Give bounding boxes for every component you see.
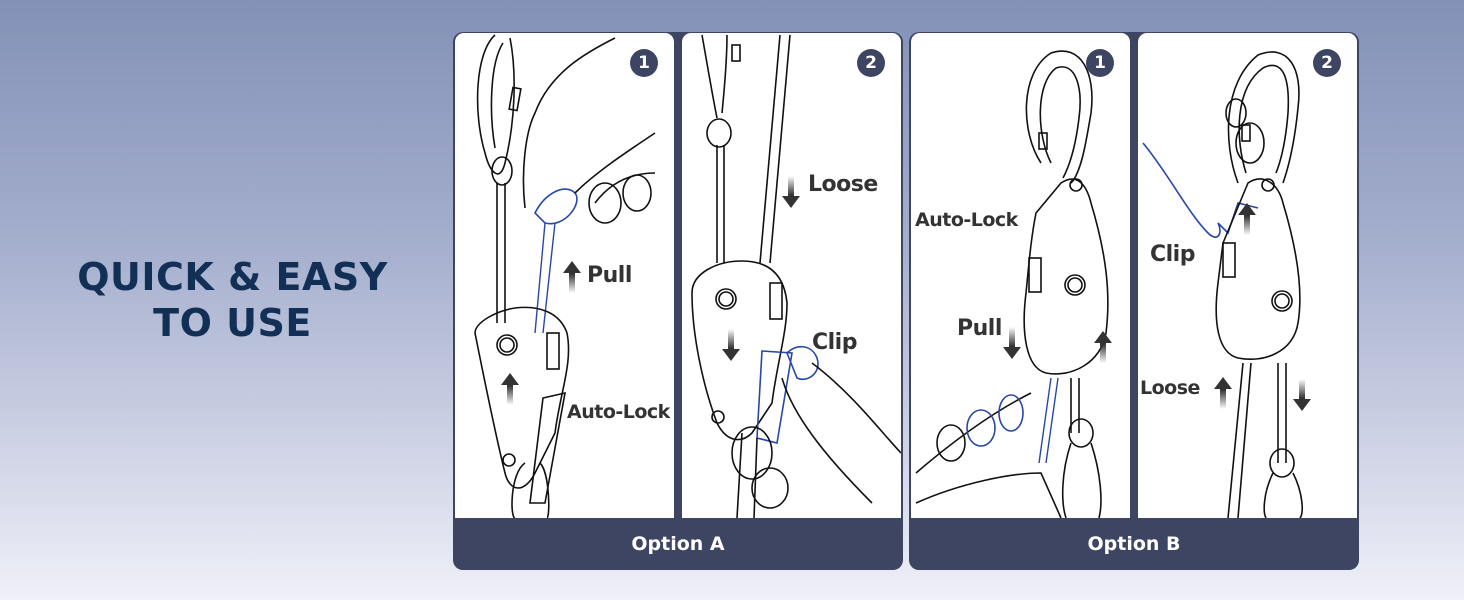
headline: QUICK & EASY TO USE [60, 254, 405, 346]
loose-callout: Loose [1140, 377, 1200, 399]
option-a-label: Option A [631, 533, 725, 555]
pull-callout: Pull [957, 316, 1002, 341]
option-b-group: 1 Auto-Lock Pull 2 Clip Loose [909, 32, 1359, 570]
up-arrow-icon [501, 373, 519, 405]
headline-line-1: QUICK & EASY [77, 255, 388, 299]
down-arrow-icon [722, 329, 740, 361]
down-arrow-icon [1293, 379, 1311, 411]
step-number-badge: 2 [857, 49, 885, 77]
ratchet-clip-illustration [691, 34, 901, 518]
down-arrow-icon [782, 176, 800, 208]
loose-callout: Loose [808, 172, 878, 197]
option-b-step-1-panel: 1 Auto-Lock Pull [911, 33, 1130, 518]
option-a-step-2-panel: 2 Loose Clip [682, 33, 901, 518]
headline-line-2: TO USE [153, 301, 312, 345]
option-b-step-2-panel: 2 Clip Loose [1138, 33, 1357, 518]
pull-callout: Pull [587, 263, 632, 288]
option-a-group: 1 Pull Auto-Lock 2 Loose [453, 32, 903, 570]
up-arrow-icon [1238, 203, 1256, 235]
ratchet-clip-illustration [1142, 51, 1303, 518]
up-arrow-icon [1214, 377, 1232, 409]
ratchet-pull-illustration [474, 34, 656, 518]
option-b-label: Option B [1087, 533, 1181, 555]
ratchet-pull-illustration [915, 50, 1109, 518]
auto-lock-callout: Auto-Lock [567, 401, 670, 423]
step-number-badge: 1 [630, 49, 658, 77]
down-arrow-icon [1003, 327, 1021, 359]
step-number-badge: 2 [1313, 49, 1341, 77]
up-arrow-icon [563, 261, 581, 293]
auto-lock-callout: Auto-Lock [915, 209, 1018, 231]
clip-callout: Clip [812, 330, 857, 355]
up-arrow-icon [1094, 331, 1112, 363]
option-a-step-1-panel: 1 Pull Auto-Lock [455, 33, 674, 518]
step-number-badge: 1 [1086, 49, 1114, 77]
clip-callout: Clip [1150, 242, 1195, 267]
